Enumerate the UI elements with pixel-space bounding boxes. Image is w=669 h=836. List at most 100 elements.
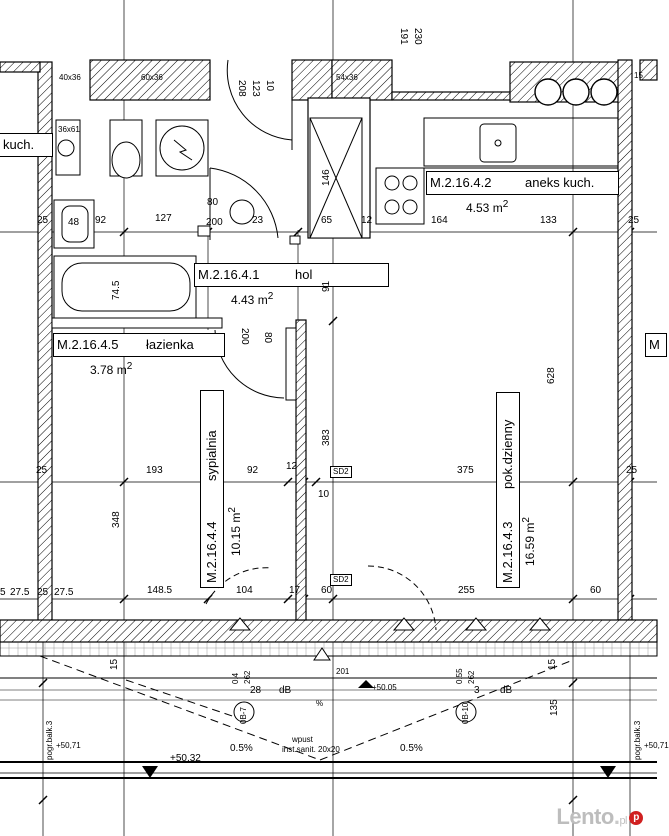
pct-mark: %: [316, 699, 324, 708]
room-name: sypialnia: [204, 430, 219, 481]
room-id: M.2.16.4.5: [57, 337, 119, 352]
dim-label: 48: [68, 217, 80, 228]
section-marker-left: [233, 701, 255, 723]
room-label-kitchen: M.2.16.4.2 aneks kuch.: [426, 171, 619, 195]
door-swings: [205, 59, 437, 631]
top-dim: 15: [634, 71, 643, 80]
dim-label: 255: [458, 585, 475, 596]
dim-label: 193: [146, 465, 163, 476]
section-left-c: 0B-7: [239, 707, 248, 724]
section-left-b: 262: [243, 670, 252, 684]
dim-label: 80: [207, 197, 219, 208]
dim-label: 25: [36, 465, 48, 476]
room-area-bathroom: 3.78 m2: [90, 361, 133, 377]
room-label-living: M.2.16.4.3 pok.dzienny: [496, 392, 520, 588]
drain-label: wpust: [292, 735, 313, 744]
section-right-a: 0.55: [455, 668, 464, 684]
section-right-b: 262: [467, 670, 476, 684]
dim-label: 127: [155, 213, 172, 224]
section-marker-right: [455, 701, 477, 723]
room-name: aneks kuch.: [525, 175, 595, 190]
dim-label: 60: [321, 585, 333, 596]
dim-label: 148.5: [147, 585, 173, 596]
slope-left: 0.5%: [230, 743, 253, 754]
dim-label: 10: [318, 489, 330, 500]
dim-label: 25: [626, 465, 638, 476]
top-dim: 208: [236, 80, 247, 97]
dim-label: 15: [547, 658, 558, 670]
light-fixture: [229, 199, 255, 225]
window-label: 40x36: [59, 73, 81, 82]
kitchen-sink: [479, 123, 517, 163]
dim-label: 164: [431, 215, 448, 226]
dim-label: 27.5: [10, 587, 30, 598]
db-right: dB: [500, 685, 513, 696]
dim-label: 383: [321, 429, 332, 446]
room-label-hall: M.2.16.4.1 hol: [194, 263, 389, 287]
dim-label: 65: [321, 215, 333, 226]
level-right: +50,71: [644, 741, 669, 750]
dim-label: 25: [628, 215, 640, 226]
room-area-kitchen: 4.53 m2: [466, 199, 509, 215]
shaft-left: [55, 119, 81, 176]
room-label-bathroom: M.2.16.4.5 łazienka: [53, 333, 225, 357]
cooktop: [375, 167, 425, 225]
balcony-vents: [228, 617, 552, 661]
bathtub: [53, 255, 197, 319]
dim-label: 25: [37, 587, 49, 598]
ventilation-pipes: [534, 78, 618, 106]
dim-label: 200: [239, 328, 250, 345]
room-id: M.2.16.4.4: [204, 521, 219, 583]
room-area-living: 16.59 m2: [521, 517, 537, 566]
room-name: pok.dzienny: [500, 419, 515, 489]
dim-label: 17: [289, 585, 301, 596]
top-dim: 123: [250, 80, 261, 97]
balcony-structure: [0, 641, 658, 779]
fridge-cabinet: [309, 117, 363, 239]
room-id: M.2.16.4.2: [430, 175, 492, 190]
room-area-hall: 4.43 m2: [231, 291, 274, 307]
dim-label: 23: [252, 215, 264, 226]
section-right-c: 0B-10: [461, 702, 470, 724]
t201: 201: [336, 667, 350, 676]
dim-label: 91: [321, 280, 332, 292]
dim-label: 3: [474, 685, 480, 696]
dim-label: 74.5: [111, 280, 122, 300]
dim-label: 27.5: [54, 587, 74, 598]
level-left: +50,71: [56, 741, 81, 750]
dim-label: 92: [247, 465, 259, 476]
dim-label: 146: [321, 169, 332, 186]
neighbor-room-label: M: [645, 333, 667, 357]
drain-size: 20x20: [318, 745, 340, 754]
section-left-a: 0.4: [231, 672, 240, 684]
level-bottom: +50.32: [170, 753, 201, 764]
dim-label: 12: [286, 461, 298, 472]
slope-right: 0.5%: [400, 743, 423, 754]
dim-label: 80: [262, 332, 273, 344]
room-id: M.2.16.4.3: [500, 521, 515, 583]
sd2-marker: SD2: [330, 466, 352, 478]
room-area-bedroom: 10.15 m2: [227, 507, 243, 556]
dim-label: 133: [540, 215, 557, 226]
toilet: [109, 119, 143, 179]
washbasin: [53, 199, 95, 249]
dim-label: 60: [590, 585, 602, 596]
top-dim: 191: [398, 28, 409, 45]
dim-label: 12: [361, 215, 373, 226]
washing-machine: [155, 119, 209, 177]
room-name: łazienka: [146, 337, 194, 352]
dim-label: 348: [111, 511, 122, 528]
room-id: M.2.16.4.1: [198, 267, 260, 282]
level-top: +50.05: [372, 683, 397, 692]
room-label-bedroom: M.2.16.4.4 sypialnia: [200, 390, 224, 588]
dim-label: 25: [37, 215, 49, 226]
neighbor-kitchen-label: kuch.: [0, 133, 53, 157]
window-label: 54x36: [336, 73, 358, 82]
level-markers: [142, 680, 616, 778]
db-left: dB: [279, 685, 292, 696]
dim-label: 28: [250, 685, 262, 696]
dim-label: 104: [236, 585, 253, 596]
dim-label: 628: [546, 367, 557, 384]
